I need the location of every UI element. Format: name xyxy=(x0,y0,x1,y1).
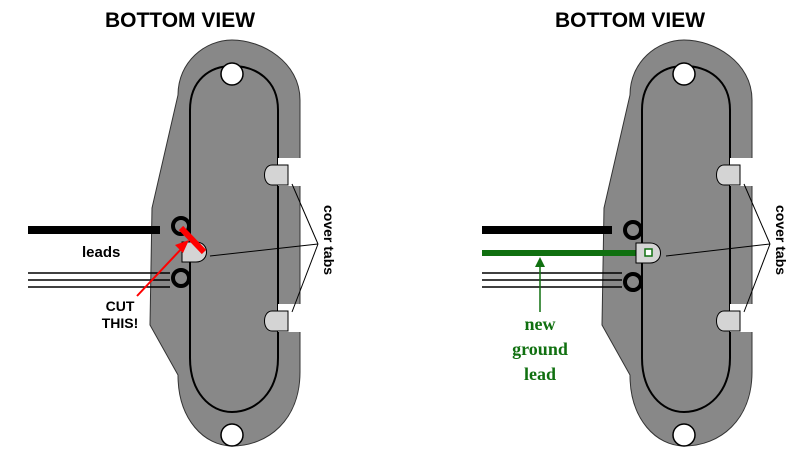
left-cover-tab-bottom xyxy=(264,310,289,332)
left-terminal-bottom xyxy=(171,268,191,288)
right-new-lead-label-line2: ground xyxy=(512,339,568,359)
left-cover-tab-top xyxy=(264,164,289,186)
right-terminal-bottom xyxy=(623,272,643,292)
left-terminal-top xyxy=(171,216,191,236)
left-callout-bottom xyxy=(291,243,319,313)
right-cover-tabs-label: cover tabs xyxy=(773,205,789,275)
left-cut-label-line2: THIS! xyxy=(102,315,139,331)
right-new-lead-pointer-arrowhead xyxy=(535,257,545,267)
left-callout-mid xyxy=(209,243,319,257)
left-coil-outline xyxy=(189,64,279,414)
left-title: BOTTOM VIEW xyxy=(105,9,255,32)
left-mount-hole-bottom xyxy=(220,423,244,447)
right-callout-mid xyxy=(665,243,771,257)
right-title: BOTTOM VIEW xyxy=(555,9,705,32)
left-leads-label: leads xyxy=(82,244,120,261)
left-cut-pointer-line xyxy=(136,245,185,297)
right-terminal-top xyxy=(623,220,643,240)
right-panel: BOTTOM VIEW base new ground lead c xyxy=(482,9,789,447)
right-callout-bottom xyxy=(743,243,771,313)
right-cover-tab-bottom xyxy=(716,310,741,332)
right-mount-hole-bottom xyxy=(672,423,696,447)
left-cut-pointer-arrowhead xyxy=(175,240,189,253)
right-new-lead-label-line3: lead xyxy=(524,364,556,384)
right-callout-top xyxy=(743,183,771,245)
right-solder-point xyxy=(644,248,653,257)
right-new-lead-label-line1: new xyxy=(525,314,556,334)
right-pickup-base xyxy=(601,39,753,447)
left-panel: BOTTOM VIEW base leads CUT THIS! xyxy=(28,9,337,447)
left-pickup-base xyxy=(149,39,301,447)
left-cut-label-line1: CUT xyxy=(106,298,135,314)
right-coil-outline xyxy=(641,64,731,414)
left-cut-wire xyxy=(178,225,207,255)
right-mount-hole-top xyxy=(672,62,696,86)
left-mount-hole-top xyxy=(220,62,244,86)
left-cover-tabs-label: cover tabs xyxy=(321,205,337,275)
right-cover-tab-top xyxy=(716,164,741,186)
left-callout-top xyxy=(291,183,319,245)
